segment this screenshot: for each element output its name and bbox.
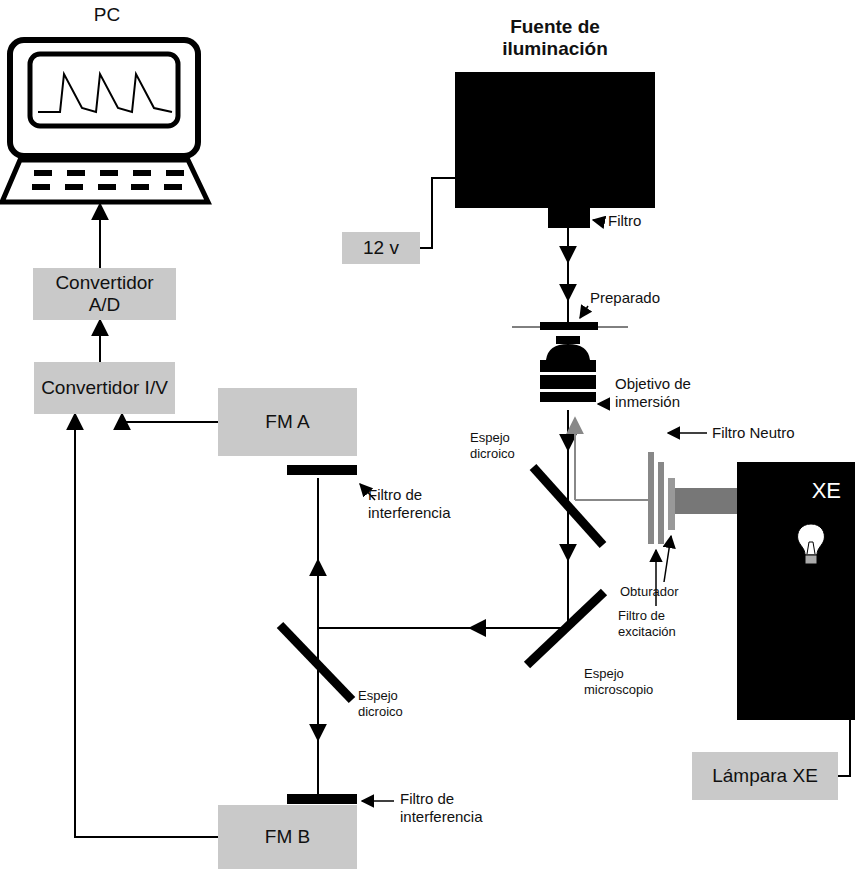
excitation-filter bbox=[658, 462, 664, 544]
filter-block bbox=[548, 206, 590, 228]
photomultiplier-box: FM A bbox=[218, 388, 357, 456]
slide bbox=[540, 322, 598, 330]
objective-lens bbox=[540, 336, 596, 402]
bulb-icon bbox=[793, 522, 829, 568]
power-supply-box: 12 v bbox=[342, 232, 420, 264]
neutral-filter bbox=[648, 452, 654, 544]
filter-label: Filtro bbox=[608, 212, 641, 230]
mirror-label: Espejo microscopio bbox=[584, 666, 676, 697]
computer-node: PC bbox=[2, 38, 212, 204]
excitation-path bbox=[575, 418, 648, 500]
node-label: Fuente de iluminación bbox=[485, 16, 625, 60]
shutter-label: Obturador bbox=[620, 584, 679, 600]
converter-box: Convertidor I/V bbox=[34, 362, 175, 414]
leader-lines bbox=[360, 220, 707, 801]
monitor-icon bbox=[2, 40, 208, 202]
neutral-filter-label: Filtro Neutro bbox=[712, 424, 795, 442]
slide-label: Preparado bbox=[590, 289, 660, 307]
connector bbox=[420, 178, 455, 248]
connector bbox=[75, 414, 218, 837]
connector bbox=[838, 720, 850, 776]
interference-filter bbox=[287, 794, 357, 804]
dichroic-mirror bbox=[533, 467, 603, 545]
light-path bbox=[318, 228, 568, 794]
dichroic-label: Espejo dicroico bbox=[358, 688, 428, 719]
interference-filter-label: Filtro de interferencia bbox=[400, 790, 530, 826]
photomultiplier-box: FM B bbox=[218, 805, 357, 869]
dichroic-mirror bbox=[280, 625, 352, 700]
objective-label: Objetivo de inmersión bbox=[615, 375, 735, 411]
dichroic-label: Espejo dicroico bbox=[470, 430, 542, 461]
node-label: Convertidor I/V bbox=[41, 377, 168, 399]
connector bbox=[122, 414, 218, 422]
xenon-lamp-housing: XE bbox=[737, 462, 855, 720]
converter-box: Convertidor A/D bbox=[33, 268, 176, 320]
interference-filter-label: Filtro de interferencia bbox=[368, 486, 498, 522]
shutter bbox=[668, 478, 675, 530]
connector bbox=[99, 320, 101, 362]
connector bbox=[99, 204, 101, 268]
excitation-filter-label: Filtro de excitación bbox=[618, 608, 708, 639]
node-label: 12 v bbox=[363, 237, 399, 259]
node-label: PC bbox=[2, 4, 212, 26]
node-label: FM A bbox=[265, 411, 309, 433]
node-label: Convertidor A/D bbox=[39, 272, 170, 316]
interference-filter bbox=[287, 465, 357, 475]
lamp-supply-box: Lámpara XE bbox=[692, 752, 838, 800]
light-source-box: Fuente de iluminación bbox=[455, 72, 655, 208]
lamp-port bbox=[675, 488, 737, 514]
microscope-mirror bbox=[527, 592, 604, 665]
node-label: FM B bbox=[265, 826, 310, 848]
node-label: XE bbox=[812, 478, 841, 504]
node-label: Lámpara XE bbox=[712, 765, 818, 787]
